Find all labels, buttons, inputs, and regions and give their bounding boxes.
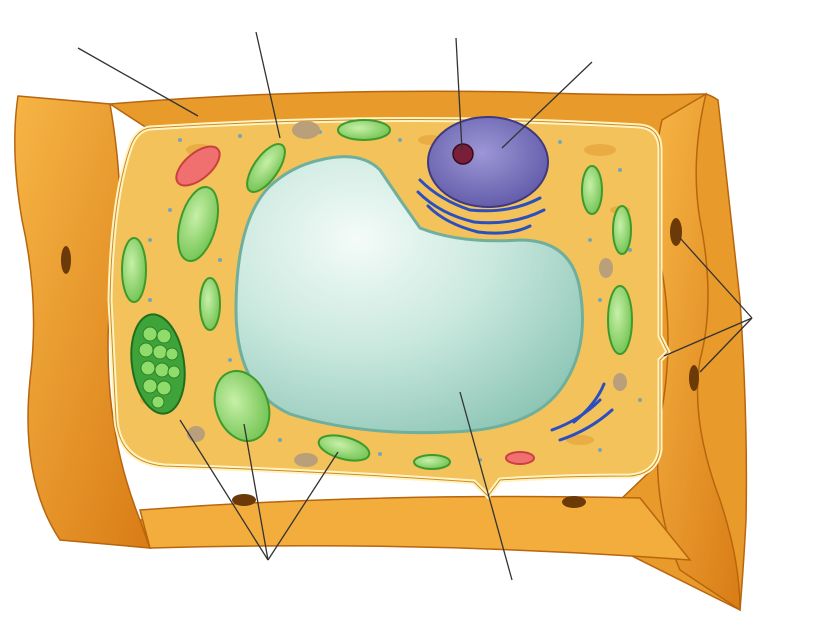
nucleolus	[453, 144, 473, 164]
nucleus	[428, 117, 548, 207]
